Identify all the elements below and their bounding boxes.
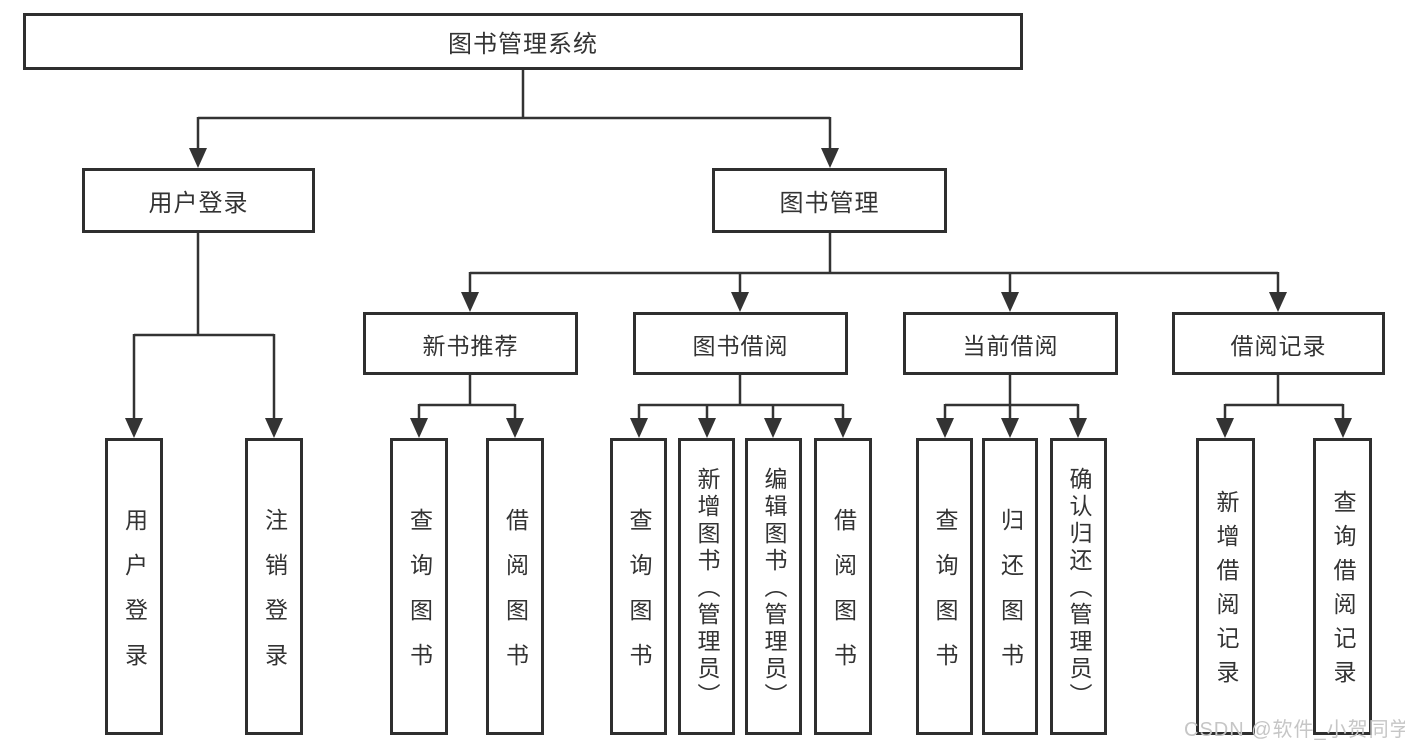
node-root-label: 图书管理系统 bbox=[448, 31, 598, 58]
connector-root-to-level2 bbox=[189, 70, 839, 168]
leaf-node-query-books-current: 查询图书 bbox=[916, 438, 973, 735]
leaf-label: 归还图书 bbox=[997, 507, 1024, 688]
leaf-node-user-login: 用户登录 bbox=[105, 438, 163, 735]
leaf-label: 查询图书 bbox=[932, 507, 958, 688]
node-borrow-record-label: 借阅记录 bbox=[1230, 332, 1327, 359]
leaf-label: 新增借阅记录 bbox=[1213, 490, 1239, 694]
connector-user-login-children bbox=[125, 233, 283, 438]
leaf-label: 查询图书 bbox=[406, 507, 433, 688]
node-current-borrow-label: 当前借阅 bbox=[962, 332, 1059, 359]
leaf-node-borrow-books: 借阅图书 bbox=[814, 438, 872, 735]
node-user-login: 用户登录 bbox=[82, 168, 315, 233]
leaf-label: 用户登录 bbox=[121, 507, 148, 688]
leaf-label: 借阅图书 bbox=[502, 507, 529, 688]
leaf-node-query-books-borrow: 查询图书 bbox=[610, 438, 667, 735]
node-book-management-label: 图书管理 bbox=[779, 190, 880, 217]
leaf-label: 查询借阅记录 bbox=[1330, 490, 1356, 694]
node-new-book-recommend: 新书推荐 bbox=[363, 312, 578, 375]
node-borrow-record: 借阅记录 bbox=[1172, 312, 1385, 375]
node-user-login-label: 用户登录 bbox=[148, 190, 249, 217]
node-root: 图书管理系统 bbox=[23, 13, 1023, 70]
leaf-node-query-books-recommend: 查询图书 bbox=[390, 438, 448, 735]
node-book-borrow-label: 图书借阅 bbox=[692, 332, 789, 359]
leaf-label: 注销登录 bbox=[261, 507, 288, 688]
leaf-node-add-books-admin: 新增图书（管理员） bbox=[678, 438, 735, 735]
connector-current-borrow-children bbox=[936, 375, 1087, 438]
node-book-borrow: 图书借阅 bbox=[633, 312, 848, 375]
node-current-borrow: 当前借阅 bbox=[903, 312, 1118, 375]
leaf-node-borrow-books-recommend: 借阅图书 bbox=[486, 438, 544, 735]
node-new-book-recommend-label: 新书推荐 bbox=[422, 332, 519, 359]
leaf-label: 编辑图书（管理员） bbox=[761, 467, 787, 710]
leaf-label: 确认归还（管理员） bbox=[1066, 467, 1092, 710]
leaf-node-logout: 注销登录 bbox=[245, 438, 303, 735]
leaf-node-edit-books-admin: 编辑图书（管理员） bbox=[745, 438, 802, 735]
connector-book-management-children bbox=[461, 233, 1287, 312]
leaf-label: 借阅图书 bbox=[830, 507, 857, 688]
leaf-label: 新增图书（管理员） bbox=[694, 467, 720, 710]
leaf-node-query-borrow-record: 查询借阅记录 bbox=[1313, 438, 1372, 735]
connector-new-book-recommend-children bbox=[410, 375, 524, 438]
watermark: CSDN @软件_小贺同学 bbox=[1184, 719, 1405, 741]
leaf-node-add-borrow-record: 新增借阅记录 bbox=[1196, 438, 1255, 735]
connector-book-borrow-children bbox=[630, 375, 852, 438]
leaf-label: 查询图书 bbox=[626, 507, 652, 688]
node-book-management: 图书管理 bbox=[712, 168, 947, 233]
leaf-node-return-books: 归还图书 bbox=[982, 438, 1038, 735]
leaf-node-confirm-return-admin: 确认归还（管理员） bbox=[1050, 438, 1107, 735]
connector-borrow-record-children bbox=[1216, 375, 1352, 438]
